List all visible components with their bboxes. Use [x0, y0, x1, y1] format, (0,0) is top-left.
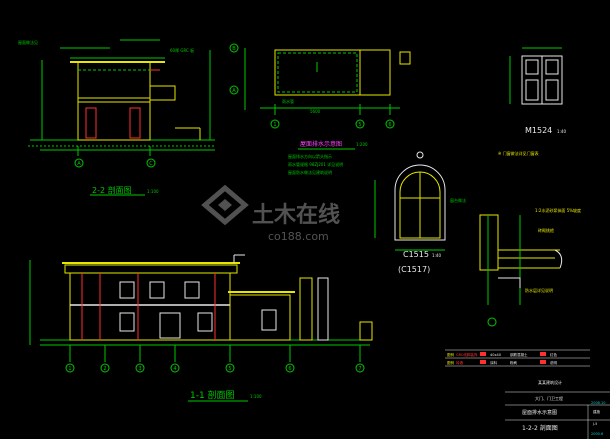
grid-label: C: [149, 161, 153, 167]
section-1-1: [29, 254, 373, 346]
door-label: M1524: [525, 126, 552, 135]
watermark-cn: 土木在线: [252, 202, 340, 228]
plan-grid-label: 6: [388, 122, 391, 128]
legend-cell: GRC线脚装饰: [456, 352, 478, 357]
legend-cell: 红色: [550, 352, 558, 357]
legend-cell: 涂料: [490, 360, 498, 365]
window-elevation: [374, 164, 446, 251]
plan-grid-label: 5: [358, 122, 361, 128]
legend-cell: 图例: [447, 360, 455, 365]
detail-note-bot: 防水层详见说明: [525, 287, 553, 293]
door-note: ※ 门窗做法详见门窗表: [498, 150, 539, 156]
window-scale: 1:40: [432, 253, 441, 258]
legend-cell: 砖墙: [456, 360, 464, 365]
roof-plan: [244, 48, 411, 115]
plan-grid-label: 1: [273, 122, 276, 128]
company-name: 某某建筑设计: [538, 379, 562, 385]
eave-detail: [479, 214, 563, 305]
detail-note-top: 1:2水泥砂浆抹面 5%坡度: [535, 207, 581, 213]
project-name: 大门、门卫工程: [535, 395, 563, 401]
legend: [445, 349, 590, 367]
downpipe-note: 雨水管: [282, 98, 294, 104]
section-2-2: [28, 39, 215, 156]
grid-label: 2: [103, 366, 106, 372]
door-elevation: [509, 47, 563, 105]
window-label: C1515: [403, 250, 429, 259]
drawing-name: 屋面排水示意图: [522, 409, 557, 416]
roof-note: 屋面做法见: [18, 39, 38, 45]
roof-note-2: 雨水管规格 98ZJ201 详见说明: [288, 161, 343, 167]
plan-grid-label: B: [232, 46, 236, 52]
legend-cell: 40x40: [490, 353, 501, 357]
drawing-name-2: 1-2-2 剖面图: [522, 424, 558, 432]
roof-note-1: 屋面排水方向以箭头指示: [288, 153, 332, 159]
grid-label: 6: [288, 366, 291, 372]
sheet-type: 建施: [593, 409, 601, 414]
grid-label: 4: [173, 366, 176, 372]
section-2-2-title: 2-2 剖面图: [92, 185, 132, 195]
watermark-en: co188.com: [268, 230, 329, 243]
plan-grid-label: A: [232, 88, 236, 94]
sheet-date: 2008.10: [591, 401, 605, 405]
section-2-2-scale: 1:100: [147, 189, 159, 194]
watermark-logo: [201, 184, 249, 226]
grid-label: 5: [228, 366, 231, 372]
legend-cell: 钢筋混凝土: [510, 352, 528, 357]
detail-note-mid: 砖砌挑檐: [538, 227, 554, 233]
roof-note-3: 屋面防水做法见建筑说明: [288, 169, 332, 175]
legend-cell: 说明: [550, 360, 558, 365]
legend-cell: 图例: [447, 352, 455, 357]
window-note: 窗台做法: [450, 197, 466, 203]
grid-label: A: [77, 161, 81, 167]
grid-bubble: [146, 158, 156, 168]
grid-label: 1: [68, 366, 71, 372]
section-1-1-title: 1-1 剖面图: [190, 389, 235, 401]
sheet-year: 2000.6: [591, 432, 603, 436]
plan-dim: 5600: [310, 109, 321, 114]
sheet-number: J-5: [592, 422, 597, 426]
title-block: [505, 391, 610, 439]
grc-note: 60厚 GRC 板: [170, 47, 194, 53]
section-1-1-scale: 1:100: [250, 394, 262, 399]
roof-plan-title: 屋面排水示意图: [300, 140, 342, 148]
door-scale: 1:40: [557, 129, 566, 134]
section-1-1-gridlines: [69, 345, 361, 362]
window-alt-label: (C1517): [398, 265, 430, 274]
grid-label: 7: [358, 366, 361, 372]
roof-plan-scale: 1:200: [356, 142, 368, 147]
grid-label: 3: [138, 366, 141, 372]
grid-bubble: [74, 158, 84, 168]
legend-cell: 粉刷: [510, 360, 518, 365]
